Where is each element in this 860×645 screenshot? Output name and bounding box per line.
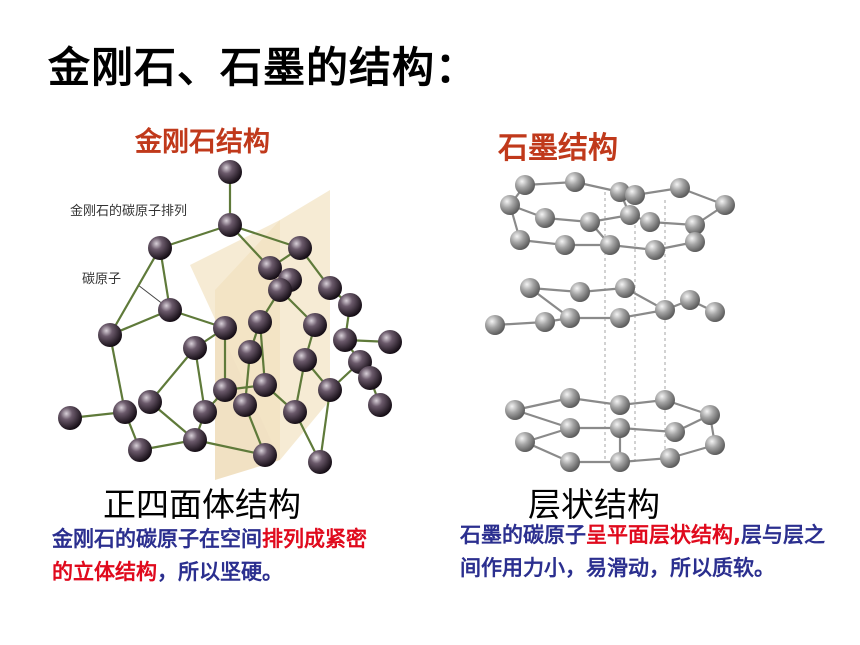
- carbon-atom: [665, 422, 685, 442]
- carbon-atom: [660, 448, 680, 468]
- carbon-atom: [615, 278, 635, 298]
- carbon-atom: [700, 405, 720, 425]
- graphite-desc-highlight: 呈平面层状结构,: [586, 523, 741, 547]
- carbon-atom: [253, 443, 277, 467]
- diamond-heading: 金刚石结构: [135, 127, 270, 158]
- carbon-atom: [128, 438, 152, 462]
- diamond-desc-text: 金刚石的碳原子在空间: [52, 527, 262, 551]
- graphite-structure-illustration: [485, 172, 735, 472]
- carbon-atom: [268, 278, 292, 302]
- carbon-atom: [580, 212, 600, 232]
- carbon-atom: [705, 435, 725, 455]
- carbon-atom: [520, 278, 540, 298]
- graphite-desc-text: 石墨的碳原子: [460, 523, 586, 547]
- carbon-atom: [560, 418, 580, 438]
- carbon-atom: [515, 175, 535, 195]
- carbon-atom: [253, 373, 277, 397]
- carbon-atom: [218, 213, 242, 237]
- graphite-desc-text: 层与层之间作用力小，易滑动，所以质软。: [460, 523, 825, 580]
- carbon-atom: [158, 298, 182, 322]
- carbon-atom: [148, 236, 172, 260]
- carbon-atom: [555, 235, 575, 255]
- graphite-atoms: [485, 172, 735, 472]
- carbon-atom: [685, 232, 705, 252]
- carbon-atom: [233, 393, 257, 417]
- carbon-atom: [565, 172, 585, 192]
- carbon-atom: [560, 308, 580, 328]
- carbon-atom: [610, 182, 630, 202]
- carbon-atom: [358, 366, 382, 390]
- carbon-atom: [338, 293, 362, 317]
- carbon-atom: [58, 406, 82, 430]
- carbon-atom: [485, 315, 505, 335]
- carbon-atom: [600, 235, 620, 255]
- carbon-atom: [113, 400, 137, 424]
- carbon-atom: [183, 336, 207, 360]
- carbon-atom: [670, 178, 690, 198]
- carbon-atom: [610, 395, 630, 415]
- page-title: 金刚石、石墨的结构：: [48, 43, 479, 92]
- carbon-atom: [258, 256, 282, 280]
- carbon-atom: [238, 340, 262, 364]
- carbon-atom: [560, 452, 580, 472]
- carbon-atom: [620, 205, 640, 225]
- carbon-atom: [378, 330, 402, 354]
- carbon-atom: [333, 328, 357, 352]
- carbon-atom: [535, 312, 555, 332]
- carbon-atom: [570, 282, 590, 302]
- carbon-atom: [680, 290, 700, 310]
- carbon-atom: [610, 452, 630, 472]
- carbon-atom: [655, 300, 675, 320]
- carbon-atom: [308, 450, 332, 474]
- carbon-atom: [213, 316, 237, 340]
- carbon-atom: [640, 212, 660, 232]
- carbon-atom: [510, 230, 530, 250]
- carbon-atom: [138, 390, 162, 414]
- bond-line: [109, 247, 161, 336]
- graphite-caption: 层状结构: [528, 485, 660, 524]
- carbon-atom: [293, 348, 317, 372]
- carbon-atom: [610, 308, 630, 328]
- carbon-atom: [645, 240, 665, 260]
- bond-line: [159, 223, 231, 250]
- carbon-atom: [655, 390, 675, 410]
- bond-line: [229, 223, 301, 250]
- carbon-atom: [715, 195, 735, 215]
- carbon-atom: [500, 195, 520, 215]
- carbon-atom: [193, 400, 217, 424]
- carbon-atom: [685, 215, 705, 235]
- graphite-description: 石墨的碳原子呈平面层状结构,层与层之间作用力小，易滑动，所以质软。: [460, 519, 840, 585]
- graphite-heading: 石墨结构: [498, 131, 618, 166]
- carbon-atom: [705, 302, 725, 322]
- carbon-atom: [368, 393, 392, 417]
- carbon-atom: [213, 378, 237, 402]
- bond-line: [108, 334, 127, 413]
- carbon-atom: [625, 185, 645, 205]
- carbon-atom-label: 碳原子: [82, 272, 121, 287]
- carbon-atom: [318, 276, 342, 300]
- diamond-desc-highlight: 排列成紧密的立体结构: [52, 527, 367, 584]
- carbon-atom: [288, 236, 312, 260]
- carbon-atom: [515, 432, 535, 452]
- carbon-atom: [183, 428, 207, 452]
- diamond-figure-caption: 金刚石的碳原子排列: [70, 203, 187, 219]
- diamond-structure-illustration: 金刚石的碳原子排列 碳原子: [58, 160, 402, 480]
- carbon-atom: [98, 323, 122, 347]
- diamond-description: 金刚石的碳原子在空间排列成紧密的立体结构，所以坚硬。: [52, 523, 382, 589]
- carbon-atom: [318, 378, 342, 402]
- diamond-atoms: [58, 160, 402, 474]
- carbon-atom: [535, 208, 555, 228]
- diamond-caption: 正四面体结构: [103, 485, 301, 524]
- diamond-desc-text: ，所以坚硬。: [157, 560, 283, 584]
- carbon-atom: [248, 310, 272, 334]
- carbon-atom: [303, 313, 327, 337]
- bond-line: [318, 389, 332, 463]
- carbon-atom: [218, 160, 242, 184]
- carbon-atom: [505, 400, 525, 420]
- carbon-atom: [283, 400, 307, 424]
- carbon-atom: [560, 388, 580, 408]
- carbon-atom: [610, 418, 630, 438]
